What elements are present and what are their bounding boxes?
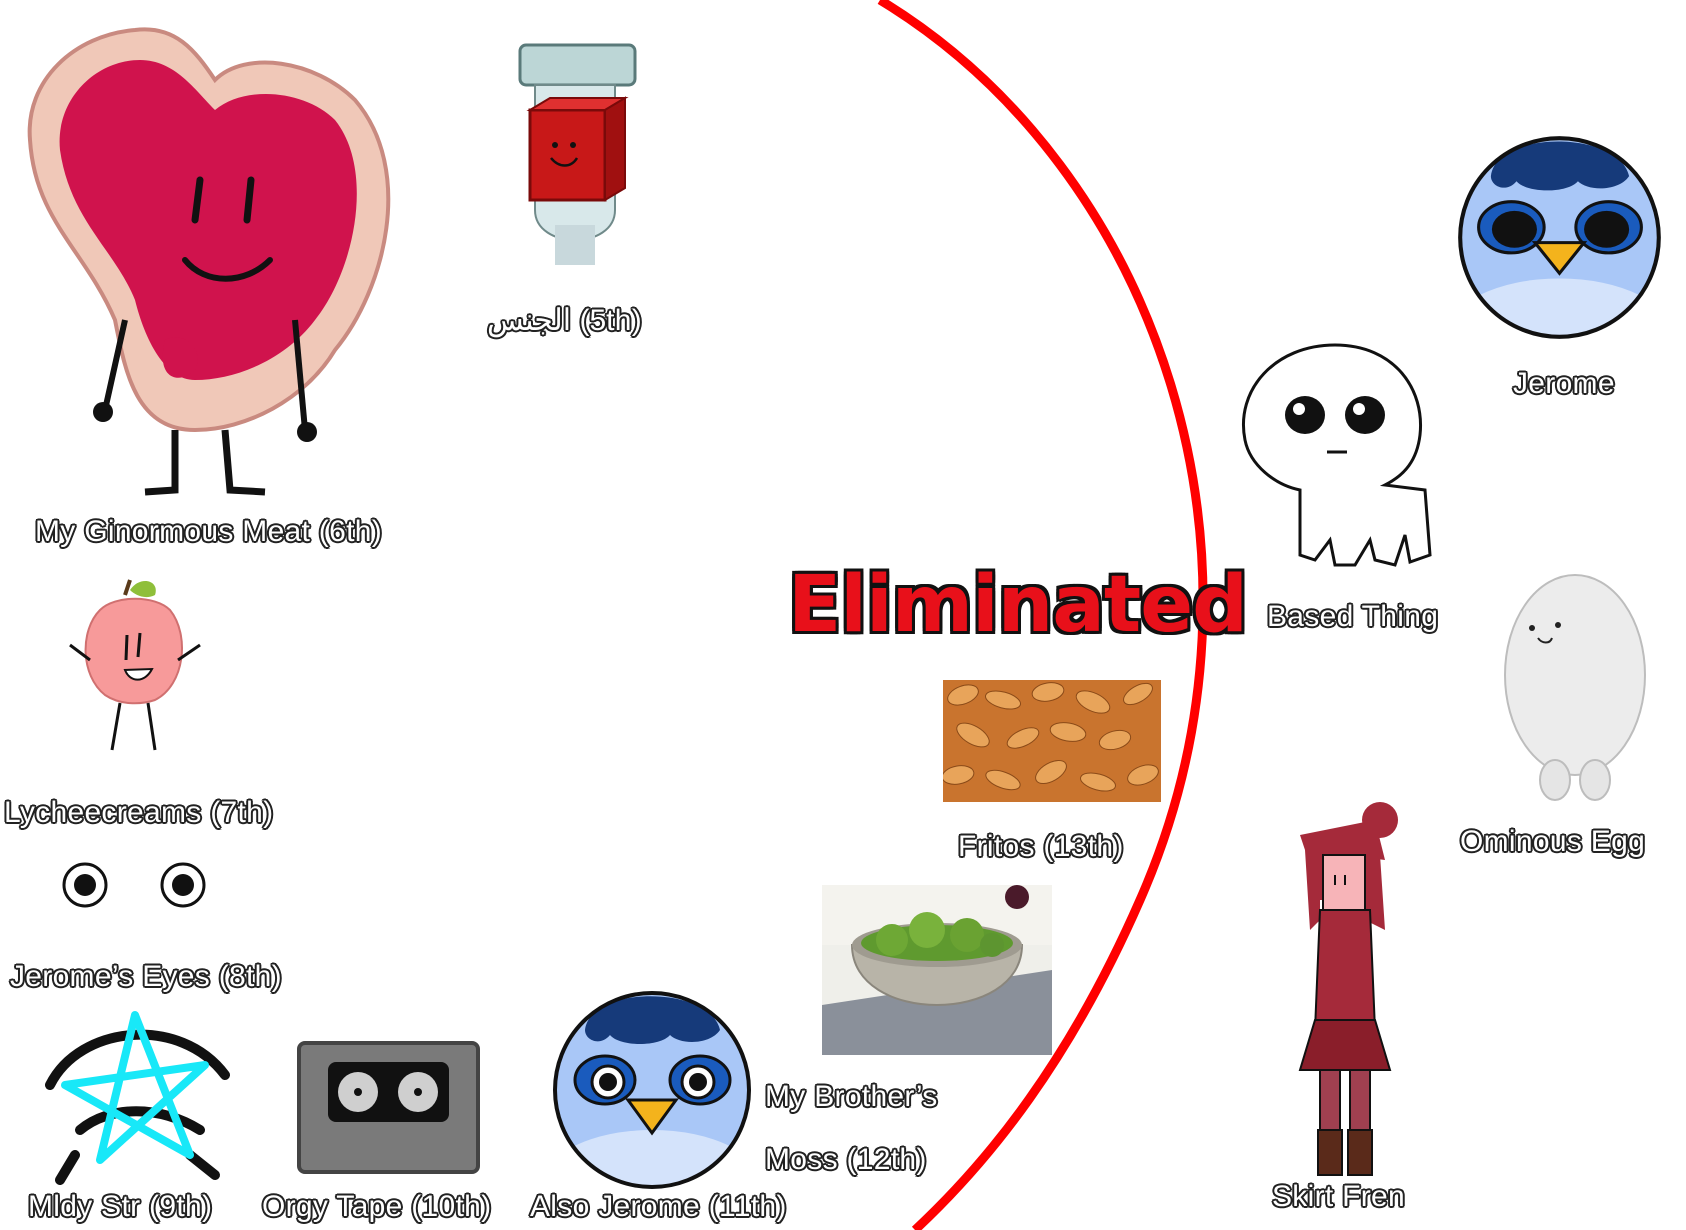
contestant-label-lycheecreams: Lycheecreams (7th) xyxy=(4,796,274,829)
contestant-label-jeromes-eyes: Jerome’s Eyes (8th) xyxy=(10,960,282,993)
contestant-label-based-thing: Based Thing xyxy=(1267,600,1439,633)
contestant-label-jerome: Jerome xyxy=(1513,367,1615,400)
fritos-photo xyxy=(943,680,1161,802)
based-thing-character xyxy=(1242,343,1432,567)
contestant-label-ginormous-meat: My Ginormous Meat (6th) xyxy=(35,515,382,548)
moss-bowl-photo xyxy=(822,885,1052,1055)
ginormous-meat-character xyxy=(27,27,391,496)
contestant-label-also-jerome: Also Jerome (11th) xyxy=(530,1190,787,1223)
jerome-character xyxy=(1458,136,1661,339)
jeromes-eyes-character xyxy=(62,862,206,908)
eliminated-heading: Eliminated xyxy=(788,560,1248,650)
orgy-tape-character xyxy=(297,1041,480,1174)
lycheecreams-character xyxy=(69,579,201,751)
also-jerome-character xyxy=(553,991,751,1189)
contestant-label-moss-line2: Moss (12th) xyxy=(765,1143,927,1176)
contestant-label-5th: الجنس (5th) xyxy=(487,304,642,337)
mldy-str-character xyxy=(45,1011,230,1185)
ominous-egg-character xyxy=(1504,574,1646,801)
skirt-fren-character xyxy=(1298,802,1398,1176)
contestant-label-skirt-fren: Skirt Fren xyxy=(1272,1180,1406,1213)
contestant-label-mldy-str: Mldy Str (9th) xyxy=(28,1190,213,1223)
contestant-label-fritos: Fritos (13th) xyxy=(958,830,1124,863)
toilet-cube-photo xyxy=(515,40,640,265)
contestant-label-ominous-egg: Ominous Egg xyxy=(1460,825,1646,858)
contestant-label-moss-line1: My Brother’s xyxy=(765,1080,938,1113)
contestant-label-orgy-tape: Orgy Tape (10th) xyxy=(262,1190,492,1223)
